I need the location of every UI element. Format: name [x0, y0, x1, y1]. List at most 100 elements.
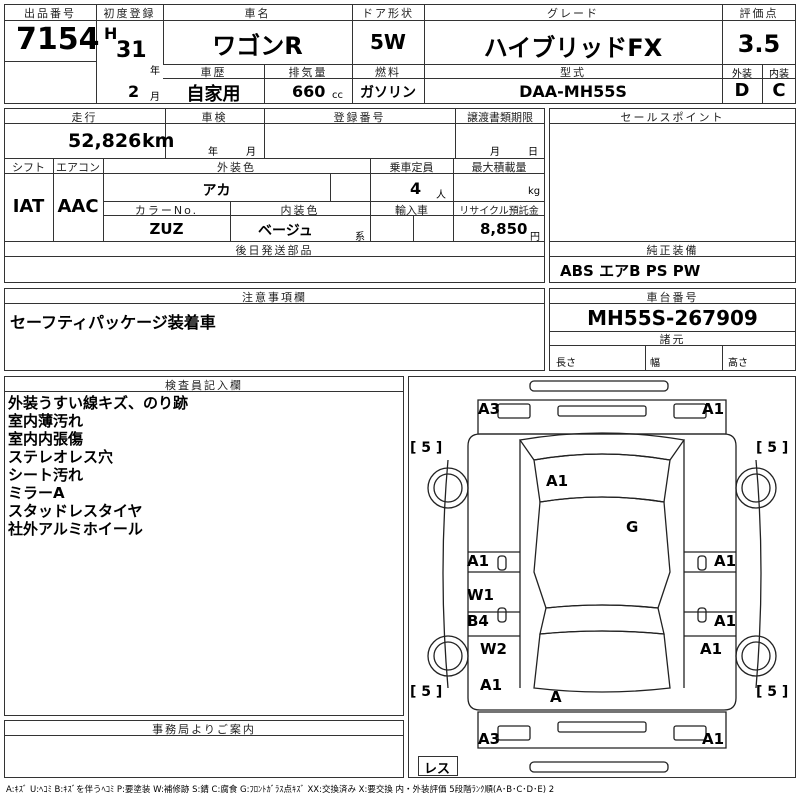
inspection-year: 年 [208, 147, 218, 158]
mark-right-rear-door: A1 [714, 612, 737, 630]
specs-label: 諸元 [659, 333, 686, 346]
inspection-label: 車検 [201, 111, 228, 124]
fuel-value: ガソリン [360, 85, 416, 101]
month-value: 2 [128, 82, 140, 101]
ac-label: エアコン [56, 161, 100, 174]
tailgate [533, 630, 671, 693]
mark-left-front-door: A1 [467, 552, 490, 570]
inspector-line: 外装うすい線キズ、のり跡 [8, 394, 189, 412]
car-diagram-box [408, 376, 796, 778]
shift-value: IAT [12, 196, 45, 217]
fuel-label: 燃料 [375, 66, 401, 79]
right-mirror [697, 555, 707, 571]
office-label: 事務局よりご案内 [152, 723, 256, 736]
mark-right-rear: A1 [700, 640, 723, 658]
sales-point-label: セールスポイント [620, 111, 725, 124]
import-label: 輸入車 [395, 204, 428, 217]
mark-left-w2: W2 [480, 640, 507, 658]
chassis-label: 車台番号 [646, 291, 699, 304]
right-side [755, 459, 762, 689]
inspector-line: 室内薄汚れ [8, 412, 84, 430]
mark-right-front-door: A1 [714, 552, 737, 570]
spec-width-label: 幅 [650, 358, 660, 369]
recycle-label: リサイクル預託金 [459, 206, 539, 217]
first-reg-label: 初度登録 [103, 7, 156, 20]
transfer-month: 月 [490, 147, 500, 158]
left-side [442, 459, 449, 689]
equipment-label: 純正装備 [646, 244, 699, 257]
tire-fl-label: [ 5 ] [410, 440, 443, 456]
inspector-line: シート汚れ [8, 466, 84, 484]
mileage-value: 52,826 [68, 130, 142, 152]
capacity-value: 4 [410, 179, 422, 198]
windshield [518, 432, 686, 461]
era-letter: H [104, 24, 118, 43]
mileage-unit: km [142, 130, 175, 152]
legend: A:ｷｽﾞ U:ﾍｺﾐ B:ｷｽﾞを伴うﾍｺﾐ P:要塗装 W:補修跡 S:錆 … [6, 785, 555, 795]
notes-value: セーフティパッケージ装着車 [10, 313, 216, 332]
history-label: 車歴 [200, 66, 227, 79]
car-name-label: 車名 [244, 7, 271, 20]
recycle-unit: 円 [530, 232, 540, 243]
front-bumper [477, 399, 727, 435]
car-name-value: ワゴンR [212, 32, 303, 60]
mark-left-w1: W1 [467, 586, 494, 604]
mark-roof: G [626, 518, 639, 536]
colorno-label: カラーNo. [134, 204, 199, 217]
inspector-line: ミラーA [8, 484, 65, 502]
chassis-box [549, 288, 796, 371]
grade-value: ハイブリッドFX [483, 34, 663, 62]
year-value: 31 [116, 38, 147, 63]
mileage-label: 走行 [71, 111, 98, 124]
equipment-value: ABS エアB PS PW [560, 262, 701, 280]
tire-rr-label: [ 5 ] [756, 684, 789, 700]
capacity-label: 乗車定員 [389, 161, 434, 174]
notes-box [4, 288, 545, 371]
mark-front-left: A3 [478, 400, 501, 418]
tire-front-right [735, 467, 777, 509]
colorno-value: ZUZ [149, 220, 184, 238]
model-value: DAA-MH55S [519, 82, 627, 101]
score-value: 3.5 [737, 30, 781, 58]
inspector-line: 室内内張傷 [8, 430, 84, 448]
notes-label: 注意事項欄 [242, 291, 307, 304]
displacement-value: 660 [292, 82, 326, 101]
inspector-lines: 外装うすい線キズ、のり跡 室内薄汚れ 室内内張傷 ステレオレス穴 シート汚れ ミ… [8, 394, 188, 538]
chassis-value: MH55S-267909 [587, 306, 758, 330]
spec-height-label: 高さ [728, 358, 748, 369]
color-value: アカ [202, 183, 231, 199]
office-box [4, 720, 404, 778]
inspector-line: スタッドレスタイヤ [8, 502, 143, 520]
rear-bumper [477, 711, 727, 749]
inspector-label: 検査員記入欄 [165, 379, 243, 392]
score-label: 評価点 [739, 7, 779, 20]
year-unit: 年 [150, 66, 160, 77]
less-note-box [418, 756, 458, 776]
lot-value: 7154 [16, 22, 100, 57]
door-label: ドア形状 [362, 7, 414, 20]
mark-front-right: A1 [702, 400, 725, 418]
mark-tailgate: A [550, 688, 562, 706]
regnum-label: 登録番号 [333, 111, 386, 124]
int-label: 内装 [769, 69, 789, 80]
interior-value: ベージュ [258, 223, 313, 239]
car-diagram [427, 380, 777, 773]
displacement-unit: cc [332, 90, 343, 101]
sales-point-box [549, 108, 796, 283]
ext-label: 外装 [732, 69, 752, 80]
transfer-label: 譲渡書類期限 [467, 111, 533, 124]
body-outline [467, 433, 737, 711]
rear-bumper-bar [529, 761, 669, 773]
tire-front-left [427, 467, 469, 509]
recycle-value: 8,850 [480, 220, 528, 238]
roof [533, 496, 671, 609]
grade-label: グレード [547, 7, 599, 20]
model-label: 型式 [560, 66, 586, 79]
interior-unit: 系 [355, 232, 365, 243]
inspector-line: 社外アルミホイール [8, 520, 143, 538]
front-bumper-bar [529, 380, 669, 392]
capacity-unit: 人 [436, 190, 446, 201]
color-label: 外装色 [217, 161, 256, 174]
ext-value: D [734, 80, 750, 101]
shift-label: シフト [12, 161, 45, 174]
